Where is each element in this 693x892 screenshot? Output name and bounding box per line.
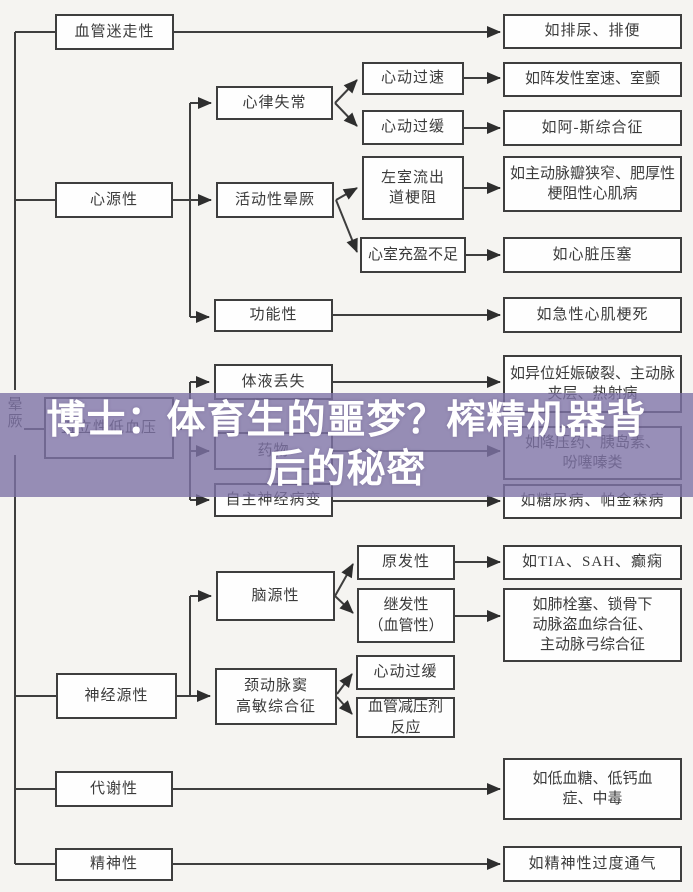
watermark-text: 博士：体育生的噩梦？榨精机器背后的秘密 (46, 399, 647, 491)
node-example-tamponade: 如心脏压塞 (503, 237, 682, 273)
node-carotid-sinus: 颈动脉窦 高敏综合征 (215, 668, 337, 725)
node-bradycardia: 心动过缓 (362, 110, 464, 145)
node-example-hyperventilation: 如精神性过度通气 (503, 846, 682, 882)
node-example-tia-sah: 如TIA、SAH、癫痫 (503, 545, 682, 580)
node-tachycardia: 心动过速 (362, 62, 464, 95)
node-example-vt-vf: 如阵发性室速、室颤 (503, 62, 682, 97)
node-psychiatric: 精神性 (55, 848, 173, 881)
node-neurogenic: 神经源性 (56, 673, 177, 719)
node-vasovagal: 血管迷走性 (55, 14, 174, 50)
node-ventricular-filling-deficit: 心室充盈不足 (360, 237, 466, 273)
node-exertional-syncope: 活动性晕厥 (216, 182, 334, 218)
node-example-ami: 如急性心肌梗死 (503, 297, 682, 333)
node-cerebral: 脑源性 (216, 571, 335, 621)
node-bradycardia-2: 心动过缓 (356, 655, 455, 690)
node-primary: 原发性 (357, 545, 455, 580)
node-arrhythmia: 心律失常 (216, 86, 333, 120)
node-metabolic: 代谢性 (55, 771, 173, 807)
node-example-pulmonary-embolism: 如肺栓塞、锁骨下 动脉盗血综合征、 主动脉弓综合征 (503, 588, 682, 662)
node-example-aortic-stenosis: 如主动脉瓣狭窄、肥厚性 梗阻性心肌病 (503, 156, 682, 212)
watermark-band: 博士：体育生的噩梦？榨精机器背后的秘密 (0, 393, 693, 497)
node-lvot-obstruction: 左室流出 道梗阻 (362, 156, 464, 220)
node-example-urination: 如排尿、排便 (503, 14, 682, 49)
node-example-adams-stokes: 如阿-斯综合征 (503, 110, 682, 146)
node-vasodepressor-reaction: 血管减压剂 反应 (356, 697, 455, 738)
node-cardiac: 心源性 (55, 182, 173, 218)
node-functional: 功能性 (214, 299, 333, 332)
node-example-hypoglycemia: 如低血糖、低钙血 症、中毒 (503, 758, 682, 820)
node-secondary-vascular: 继发性 （血管性） (357, 588, 455, 643)
